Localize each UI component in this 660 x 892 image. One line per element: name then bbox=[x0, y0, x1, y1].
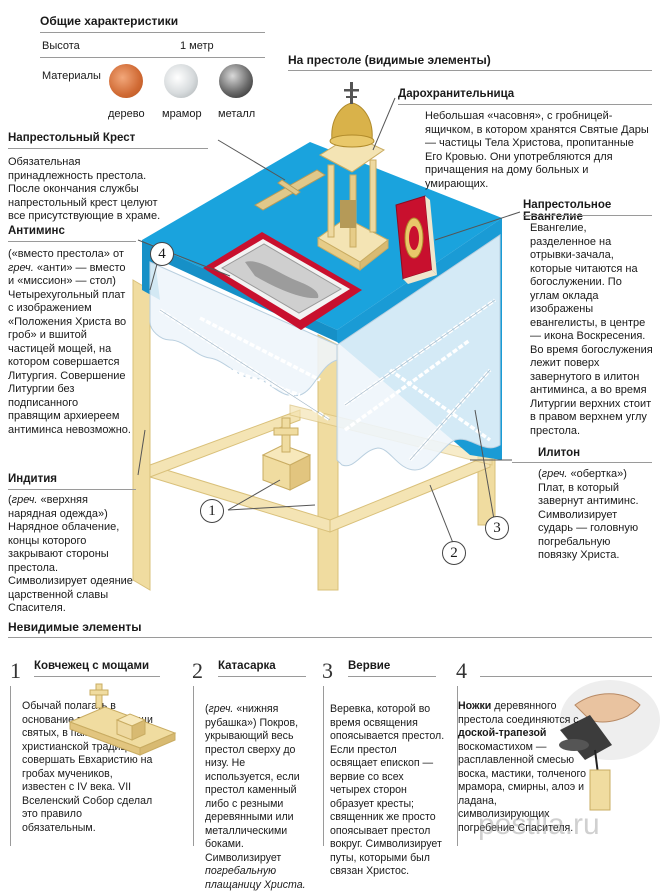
invisible-num-1: 1 bbox=[10, 658, 21, 683]
material-wood-label: дерево bbox=[108, 108, 145, 120]
material-marble-label: мрамор bbox=[162, 108, 202, 120]
wood-swatch bbox=[109, 64, 143, 98]
leader-lines bbox=[137, 97, 521, 549]
iliton-text: (греч. «обертка») Плат, в который заверн… bbox=[538, 468, 639, 561]
divider bbox=[8, 637, 652, 638]
invisible-2-title: Катасарка bbox=[218, 660, 276, 672]
divider bbox=[523, 215, 652, 216]
pouring-illustration bbox=[559, 680, 660, 811]
gospel-text: Евангелие, разделенное на отрывки-зачала… bbox=[530, 222, 653, 437]
materials-label: Материалы bbox=[42, 70, 101, 82]
divider bbox=[8, 489, 136, 490]
material-metal-label: металл bbox=[218, 108, 256, 120]
callout-1: 1 bbox=[200, 499, 224, 523]
callout-2: 2 bbox=[442, 541, 466, 565]
antimins-title: Антиминс bbox=[8, 225, 65, 237]
column-line bbox=[10, 686, 11, 846]
divider bbox=[40, 32, 265, 33]
divider bbox=[398, 104, 652, 105]
column-line bbox=[193, 686, 194, 846]
inditia-title: Индития bbox=[8, 473, 57, 485]
column-line bbox=[457, 686, 458, 846]
divider bbox=[40, 57, 265, 58]
cross-text: Обязательная принадлежность престола. По… bbox=[8, 156, 161, 222]
divider bbox=[8, 241, 136, 242]
on-altar-title: На престоле (видимые элементы) bbox=[288, 53, 491, 67]
altar-illustration bbox=[132, 82, 502, 591]
invisible-num-4: 4 bbox=[456, 658, 467, 683]
gospel-title: Напрестольное Евангелие bbox=[523, 199, 612, 223]
tabernacle-title: Дарохранительница bbox=[398, 88, 515, 100]
divider bbox=[512, 462, 652, 463]
divider bbox=[480, 676, 652, 677]
watermark: postila.ru bbox=[478, 808, 600, 841]
callout-3: 3 bbox=[485, 516, 509, 540]
cross-title: Напрестольный Крест bbox=[8, 132, 136, 144]
antimins-text: («вместо престола» от греч. «анти» — вме… bbox=[8, 248, 131, 436]
inditia-text: (греч. «верхняя нарядная одежда») Нарядн… bbox=[8, 494, 133, 614]
divider bbox=[348, 676, 436, 677]
invisible-num-2: 2 bbox=[192, 658, 203, 683]
tabernacle-text: Небольшая «часовня», с гробницей-ящичком… bbox=[425, 110, 649, 190]
divider bbox=[218, 676, 306, 677]
divider bbox=[288, 70, 652, 71]
metal-swatch bbox=[219, 64, 253, 98]
height-label: Высота bbox=[42, 40, 80, 52]
invisible-1-title: Ковчежец с мощами bbox=[34, 660, 150, 672]
marble-swatch bbox=[164, 64, 198, 98]
invisible-title: Невидимые элементы bbox=[8, 620, 142, 634]
divider bbox=[8, 148, 208, 149]
divider bbox=[34, 676, 160, 677]
invisible-3-title: Вервие bbox=[348, 660, 391, 672]
invisible-num-3: 3 bbox=[322, 658, 333, 683]
general-title: Общие характеристики bbox=[40, 14, 179, 28]
column-line bbox=[323, 686, 324, 846]
height-value: 1 метр bbox=[180, 40, 214, 52]
ark-illustration bbox=[68, 683, 177, 756]
iliton-title: Илитон bbox=[538, 447, 581, 459]
callout-4: 4 bbox=[150, 242, 174, 266]
invisible-4-text: Ножки деревянного престола соединяются с… bbox=[458, 700, 587, 834]
